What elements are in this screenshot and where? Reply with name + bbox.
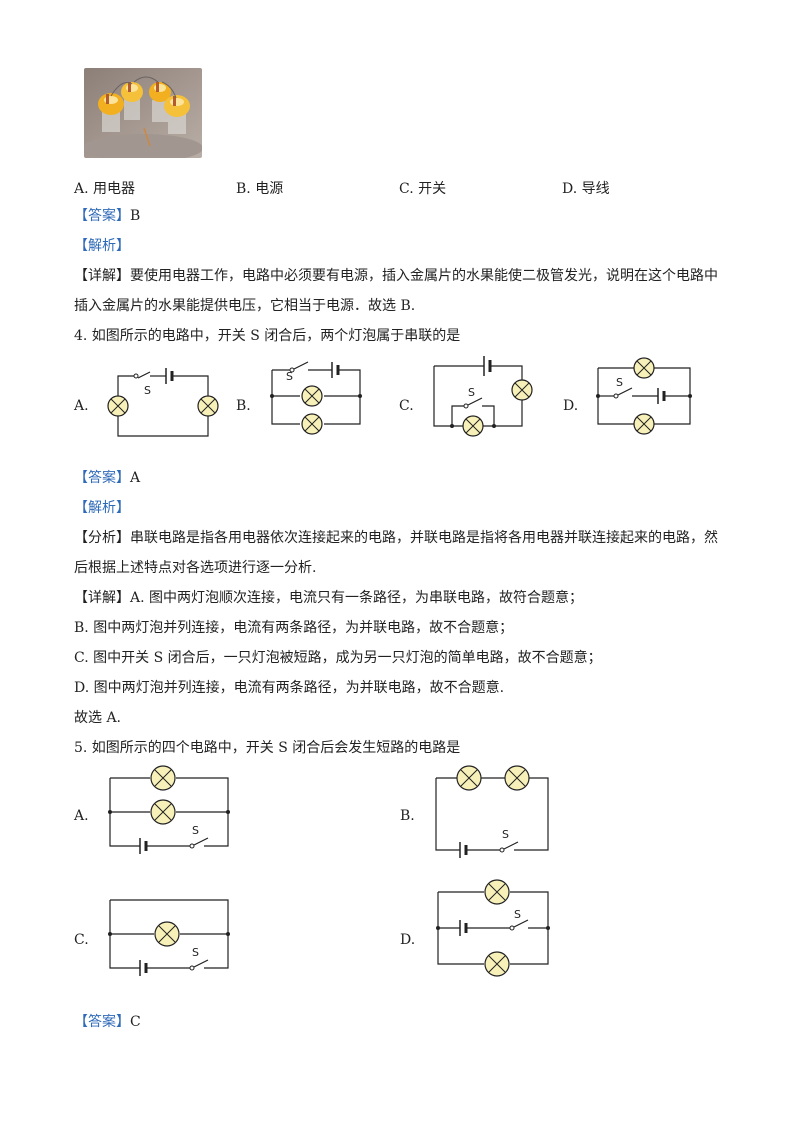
q5b-switch-label: S xyxy=(502,828,509,841)
q5-stem: 5. 如图所示的四个电路中，开关 S 闭合后会发生短路的电路是 xyxy=(74,740,461,756)
q4-label-a: A. xyxy=(74,398,89,414)
q5-answer: 【答案】C xyxy=(74,1012,734,1032)
q5a-switch-label: S xyxy=(192,824,199,837)
q4-circuit-d: S xyxy=(596,357,692,435)
option-c: C. 开关 xyxy=(399,181,447,197)
q3-analysis-tag: 【解析】 xyxy=(74,238,130,254)
answer-value: A xyxy=(130,470,141,486)
option-b: B. 电源 xyxy=(236,181,284,197)
q4-label-c: C. xyxy=(399,398,414,414)
q4-detail-b: B. 图中两灯泡并列连接，电流有两条路径，为并联电路，故不合题意； xyxy=(74,620,514,636)
q4-label-b: B. xyxy=(236,398,251,414)
q4-analysis-tag: 【解析】 xyxy=(74,500,130,516)
answer-tag: 【答案】 xyxy=(74,208,130,224)
q4-circuit-b: S xyxy=(270,361,362,435)
q4-circuit-a: S xyxy=(107,368,219,437)
q5-circuit-a: S xyxy=(108,765,230,854)
q5-circuit-b: S xyxy=(435,765,549,858)
option-d: D. 导线 xyxy=(562,181,610,197)
q5c-switch-label: S xyxy=(192,946,199,959)
q4-detail-d: D. 图中两灯泡并列连接，电流有两条路径，为并联电路，故不合题意. xyxy=(74,680,505,696)
q4c-switch-label: S xyxy=(468,386,475,399)
q5-circuit-c: S xyxy=(108,899,230,976)
q5-circuit-d: S xyxy=(436,879,550,977)
q4d-switch-label: S xyxy=(616,376,623,389)
fenxi-text: 串联电路是指各用电器依次连接起来的电路，并联电路是指将各用电器并联连接起来的电路… xyxy=(130,530,718,546)
q5-label-b: B. xyxy=(400,808,415,824)
fenxi-tag: 【分析】 xyxy=(74,530,130,546)
q4-detail-c: C. 图中开关 S 闭合后，一只灯泡被短路，成为另一只灯泡的简单电路，故不合题意… xyxy=(74,650,602,666)
q4b-switch-label: S xyxy=(286,370,293,383)
q4-fenxi-line1: 【分析】串联电路是指各用电器依次连接起来的电路，并联电路是指将各用电器并联连接起… xyxy=(74,528,734,548)
q5d-switch-label: S xyxy=(514,908,521,921)
answer-tag: 【答案】 xyxy=(74,470,130,486)
detail-tag: 【详解】 xyxy=(74,268,130,284)
q4a-switch-label: S xyxy=(144,384,151,397)
answer-value: B xyxy=(130,208,141,224)
option-a: A. 用电器 xyxy=(74,181,136,197)
q4-circuit-c: S xyxy=(433,356,533,437)
q4-conclusion: 故选 A. xyxy=(74,710,122,726)
detail-text: A. 图中两灯泡顺次连接，电流只有一条路径，为串联电路，故符合题意； xyxy=(130,590,584,606)
q5-label-a: A. xyxy=(74,808,89,824)
q4-fenxi-line2: 后根据上述特点对各选项进行逐一分析. xyxy=(74,560,317,576)
answer-tag: 【答案】 xyxy=(74,1014,130,1030)
q5-label-d: D. xyxy=(400,932,416,948)
q5-label-c: C. xyxy=(74,932,89,948)
q4-label-d: D. xyxy=(563,398,579,414)
q4-stem: 4. 如图所示的电路中，开关 S 闭合后，两个灯泡属于串联的是 xyxy=(74,328,461,344)
q3-answer: 【答案】B xyxy=(74,206,734,226)
q3-detail-line2: 插入金属片的水果能提供电压，它相当于电源．故选 B. xyxy=(74,298,416,314)
fruit-battery-photo xyxy=(84,68,202,158)
q3-detail-line1: 【详解】要使用电器工作，电路中必须要有电源，插入金属片的水果能使二极管发光，说明… xyxy=(74,266,734,286)
detail-tag: 【详解】 xyxy=(74,590,130,606)
q4-detail-a: 【详解】A. 图中两灯泡顺次连接，电流只有一条路径，为串联电路，故符合题意； xyxy=(74,588,734,608)
answer-value: C xyxy=(130,1014,141,1030)
detail-text: 要使用电器工作，电路中必须要有电源，插入金属片的水果能使二极管发光，说明在这个电… xyxy=(130,268,718,284)
q4-answer: 【答案】A xyxy=(74,468,734,488)
